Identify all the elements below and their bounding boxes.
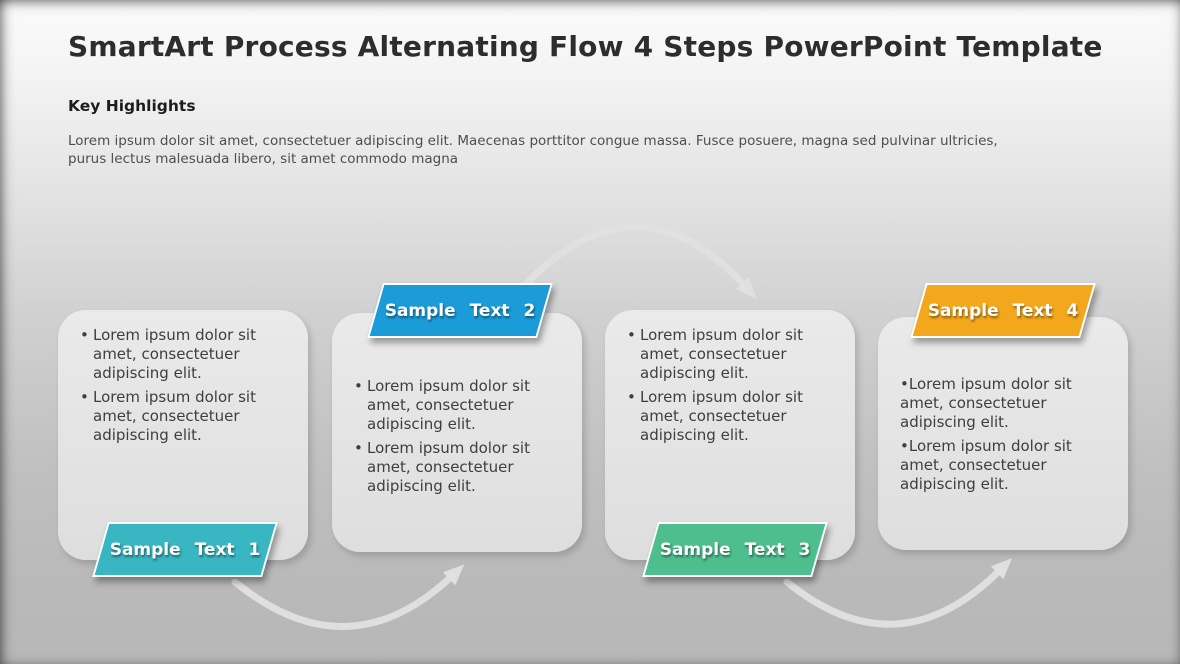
step-card-4: Lorem ipsum dolor sit amet, consectetuer… — [878, 317, 1128, 550]
arrow-step3-step4-icon — [783, 557, 1013, 628]
step-tag-1-label: Sample Text 1 — [109, 539, 261, 560]
intro-paragraph: Lorem ipsum dolor sit amet, consectetuer… — [68, 133, 998, 168]
slide-title: SmartArt Process Alternating Flow 4 Step… — [68, 30, 1103, 63]
step-2-bullet-list: Lorem ipsum dolor sit amet, consectetuer… — [354, 377, 570, 496]
step-tag-1: Sample Text 1 — [92, 522, 278, 577]
bullet-item: Lorem ipsum dolor sit amet, consectetuer… — [354, 377, 570, 434]
intro-paragraph-line: purus lectus malesuada libero, sit amet … — [68, 150, 459, 167]
step-3-bullet-list: Lorem ipsum dolor sit amet, consectetuer… — [627, 326, 843, 445]
step-card-2: Lorem ipsum dolor sit amet, consectetuer… — [332, 313, 582, 552]
bullet-item: Lorem ipsum dolor sit amet, consectetuer… — [900, 375, 1116, 432]
step-4-bullet-list: Lorem ipsum dolor sit amet, consectetuer… — [900, 375, 1116, 494]
section-heading: Key Highlights — [68, 97, 196, 115]
step-tag-4-label: Sample Text 4 — [927, 300, 1079, 321]
bullet-item: Lorem ipsum dolor sit amet, consectetuer… — [80, 326, 296, 383]
step-tag-4: Sample Text 4 — [910, 283, 1096, 338]
step-tag-3: Sample Text 3 — [642, 522, 828, 577]
step-tag-3-label: Sample Text 3 — [659, 539, 811, 560]
step-tag-2-label: Sample Text 2 — [384, 300, 536, 321]
intro-paragraph-line: Lorem ipsum dolor sit amet, consectetuer… — [68, 133, 998, 149]
arrow-step1-step2-icon — [231, 564, 465, 631]
bullet-item: Lorem ipsum dolor sit amet, consectetuer… — [80, 388, 296, 445]
bullet-item: Lorem ipsum dolor sit amet, consectetuer… — [900, 437, 1116, 494]
bullet-item: Lorem ipsum dolor sit amet, consectetuer… — [354, 439, 570, 496]
bullet-item: Lorem ipsum dolor sit amet, consectetuer… — [627, 326, 843, 383]
step-card-1: Lorem ipsum dolor sit amet, consectetuer… — [58, 310, 308, 560]
step-1-bullet-list: Lorem ipsum dolor sit amet, consectetuer… — [80, 326, 296, 445]
step-card-3: Lorem ipsum dolor sit amet, consectetuer… — [605, 310, 855, 560]
step-tag-2: Sample Text 2 — [367, 283, 553, 338]
bullet-item: Lorem ipsum dolor sit amet, consectetuer… — [627, 388, 843, 445]
